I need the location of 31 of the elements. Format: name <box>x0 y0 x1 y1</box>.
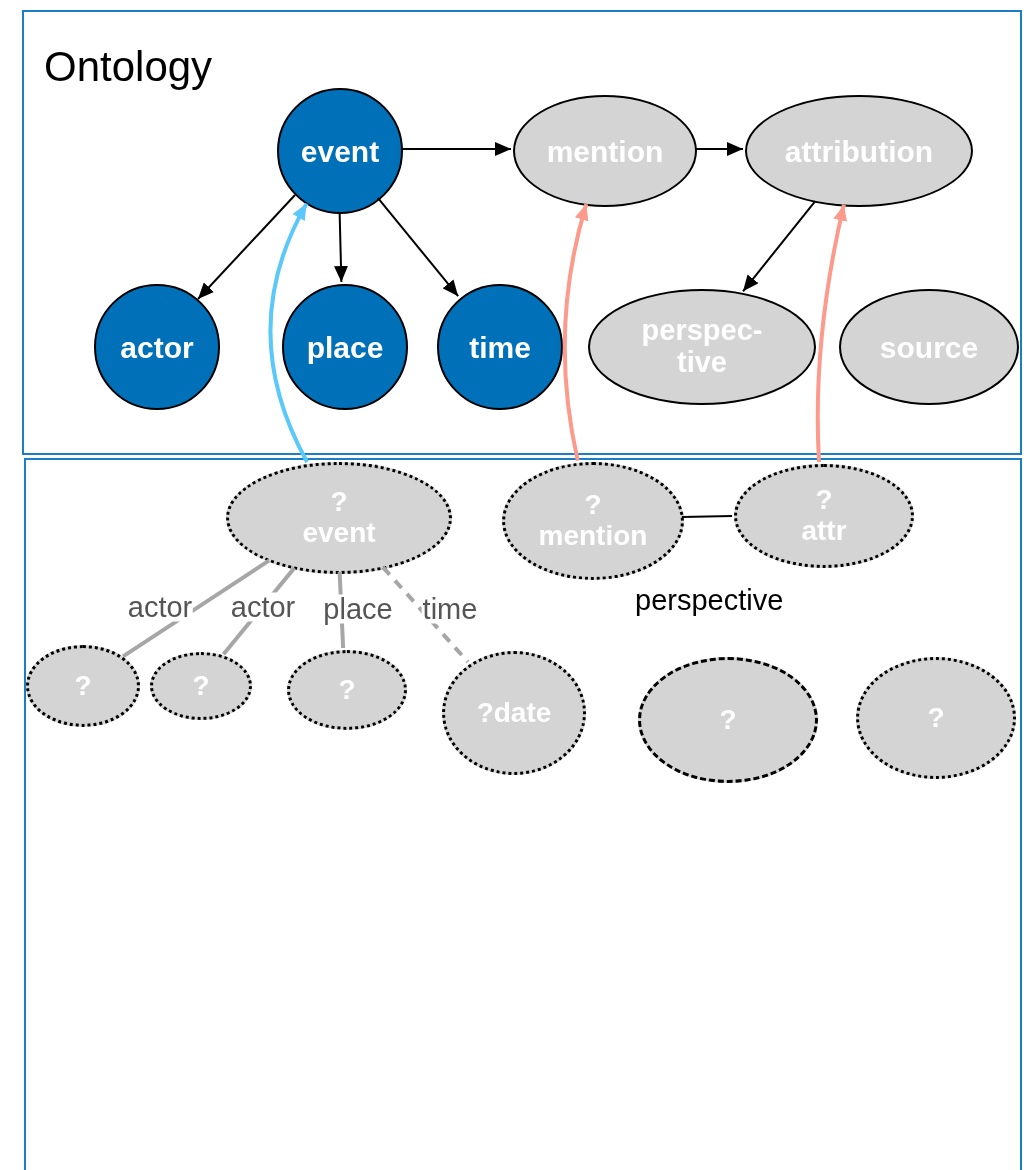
arrow <box>197 194 296 300</box>
arrow <box>400 142 512 156</box>
panel-title: Ontology <box>44 46 213 88</box>
node-label: ? <box>330 487 348 518</box>
edge-label: actor <box>229 592 297 622</box>
node-label: ? <box>815 485 833 516</box>
arrow <box>742 200 817 293</box>
arrow <box>376 196 460 298</box>
node-label: place <box>306 330 384 364</box>
connector-line <box>381 565 470 664</box>
panel <box>24 458 1022 1170</box>
node-label: event <box>300 134 380 168</box>
edge-label: time <box>421 594 479 624</box>
node-label: actor <box>120 330 194 364</box>
arrow <box>562 203 589 462</box>
arrow <box>334 211 348 283</box>
node-label: ? <box>74 670 92 702</box>
connector-line <box>680 514 734 519</box>
node-label: ? <box>927 702 945 734</box>
text-label: perspective <box>635 586 784 615</box>
node-label: ? <box>192 670 210 702</box>
edge-label: place <box>322 594 394 624</box>
arrow <box>268 202 309 463</box>
arrow <box>694 142 744 156</box>
node-label: time <box>469 330 531 364</box>
node-label: ? <box>584 490 602 521</box>
node-label: ? <box>338 674 356 706</box>
arrow <box>815 204 848 463</box>
panel <box>22 10 1022 455</box>
connector-line <box>122 559 270 659</box>
node-label: ? <box>719 704 737 736</box>
